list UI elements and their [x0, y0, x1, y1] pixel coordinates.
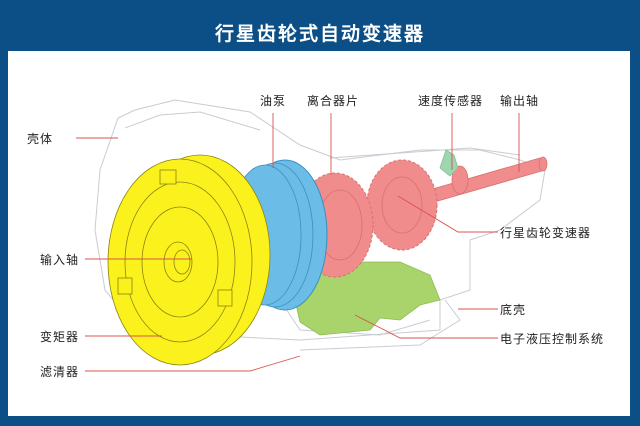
hydraulic-control-block: [294, 261, 441, 336]
label-filter: 滤清器: [40, 365, 80, 379]
label-housing: 壳体: [27, 132, 54, 146]
planetary-gearset: [366, 159, 438, 251]
label-clutch-plates: 离合器片: [307, 94, 360, 108]
label-torque-converter: 变矩器: [40, 330, 80, 344]
transmission-illustration: [76, 99, 548, 372]
diagram-panel: [8, 51, 630, 416]
leader-lines: [76, 113, 520, 372]
label-speed-sensor: 速度传感器: [418, 94, 484, 108]
label-oil-pump: 油泵: [260, 94, 287, 108]
torque-converter: [107, 154, 271, 366]
diagram-title: 行星齿轮式自动变速器: [214, 23, 425, 45]
speed-sensor: [439, 149, 459, 177]
label-oil-pan: 底壳: [500, 303, 527, 317]
label-planetary-gearset: 行星齿轮变速器: [500, 226, 592, 240]
label-output-shaft: 输出轴: [500, 94, 540, 108]
label-hydraulic-control: 电子液压控制系统: [500, 332, 605, 346]
label-input-shaft: 输入轴: [40, 253, 80, 267]
